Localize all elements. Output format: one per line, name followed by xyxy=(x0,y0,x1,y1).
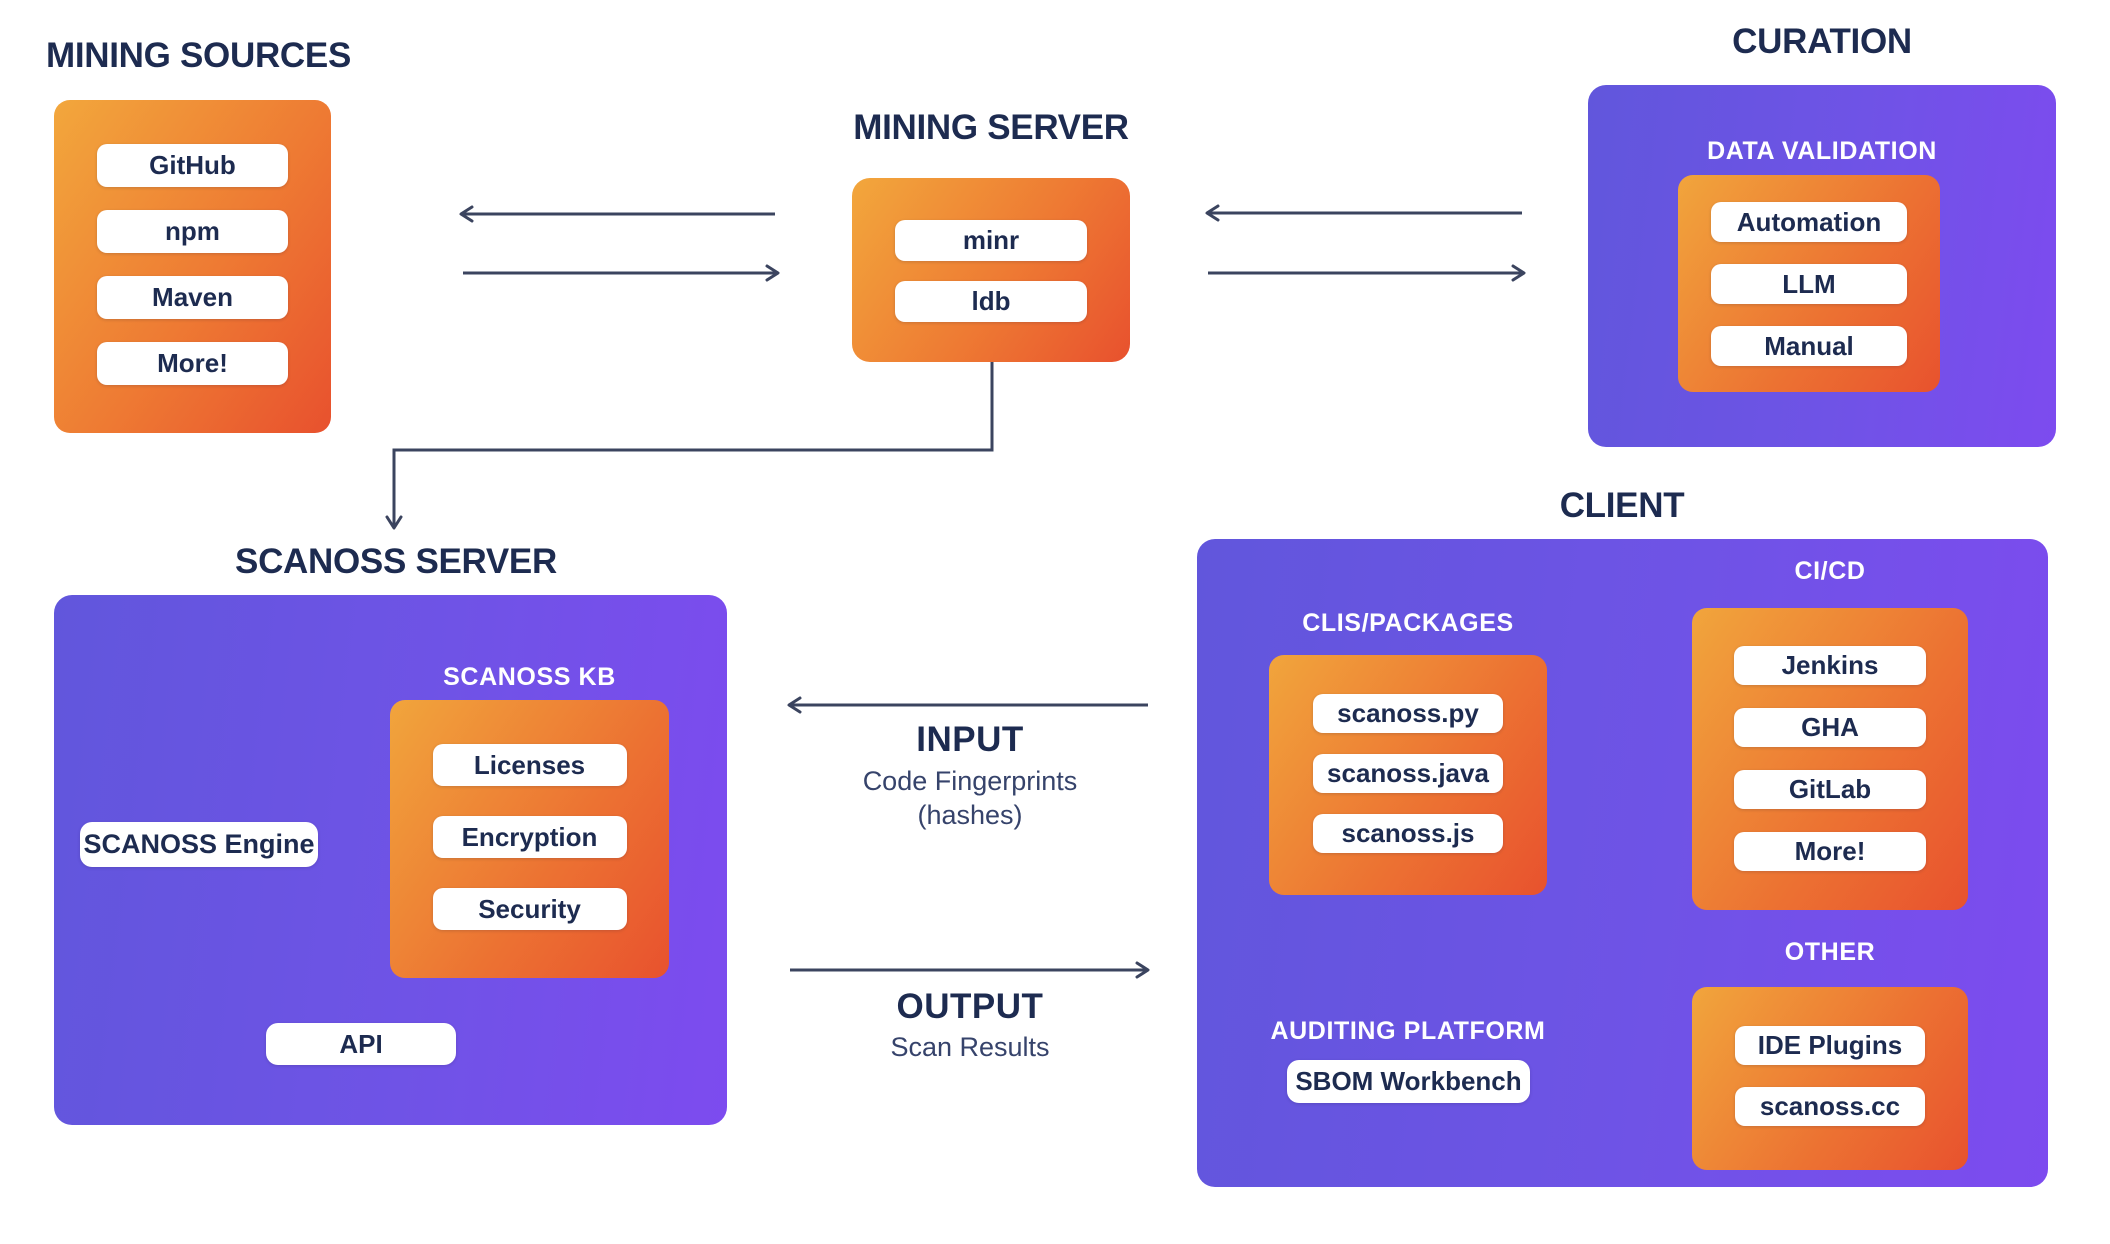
node-security: Security xyxy=(432,888,627,930)
input-flow-sub2: (hashes) xyxy=(917,800,1023,830)
curation-panel: DATA VALIDATION Automation LLM Manual xyxy=(1588,85,2056,447)
node-encryption: Encryption xyxy=(432,816,627,858)
node-scanoss-cc: scanoss.cc xyxy=(1735,1087,1925,1126)
node-gitlab: GitLab xyxy=(1734,770,1926,809)
node-github: GitHub xyxy=(97,144,288,187)
curation-title: CURATION xyxy=(1732,22,1912,61)
node-ldb: ldb xyxy=(895,281,1087,322)
cicd-label: CI/CD xyxy=(1794,557,1866,585)
auditing-platform-label: AUDITING PLATFORM xyxy=(1270,1017,1546,1045)
mining-sources-title: MINING SOURCES xyxy=(46,36,351,75)
input-flow-sub1: Code Fingerprints xyxy=(862,766,1078,796)
node-manual: Manual xyxy=(1711,326,1907,366)
node-npm: npm xyxy=(97,210,288,253)
scanoss-kb-label: SCANOSS KB xyxy=(443,663,616,691)
data-validation-label: DATA VALIDATION xyxy=(1707,137,1937,165)
clis-packages-label: CLIS/PACKAGES xyxy=(1302,609,1514,637)
clis-packages-panel: scanoss.py scanoss.java scanoss.js xyxy=(1269,655,1547,895)
client-panel: CLIS/PACKAGES scanoss.py scanoss.java sc… xyxy=(1197,539,2048,1187)
node-maven: Maven xyxy=(97,276,288,319)
node-sbom-workbench: SBOM Workbench xyxy=(1287,1060,1530,1103)
scanoss-kb-panel: Licenses Encryption Security xyxy=(390,700,669,978)
node-scanoss-java: scanoss.java xyxy=(1313,754,1503,793)
node-ide-plugins: IDE Plugins xyxy=(1735,1026,1925,1065)
node-jenkins: Jenkins xyxy=(1734,646,1926,685)
node-minr: minr xyxy=(895,220,1087,261)
node-scanoss-engine: SCANOSS Engine xyxy=(80,822,318,867)
other-label: OTHER xyxy=(1784,938,1876,966)
cicd-panel: Jenkins GHA GitLab More! xyxy=(1692,608,1968,910)
client-title: CLIENT xyxy=(1559,486,1685,525)
node-scanoss-py: scanoss.py xyxy=(1313,694,1503,733)
output-flow-title: OUTPUT xyxy=(896,987,1044,1026)
node-automation: Automation xyxy=(1711,202,1907,242)
node-scanoss-js: scanoss.js xyxy=(1313,814,1503,853)
node-more-cicd: More! xyxy=(1734,832,1926,871)
data-validation-panel: Automation LLM Manual xyxy=(1678,175,1940,392)
mining-sources-panel: GitHub npm Maven More! xyxy=(54,100,331,433)
node-llm: LLM xyxy=(1711,264,1907,304)
node-licenses: Licenses xyxy=(432,744,627,786)
scanoss-server-title: SCANOSS SERVER xyxy=(235,542,557,581)
node-gha: GHA xyxy=(1734,708,1926,747)
arrow-mining-server-to-scanoss-server xyxy=(385,362,994,530)
mining-server-panel: minr ldb xyxy=(852,178,1130,362)
mining-server-title: MINING SERVER xyxy=(853,108,1129,147)
scanoss-server-panel: SCANOSS KB Licenses Encryption Security … xyxy=(54,595,727,1125)
output-flow-sub: Scan Results xyxy=(890,1032,1050,1062)
node-more-sources: More! xyxy=(97,342,288,385)
other-panel: IDE Plugins scanoss.cc xyxy=(1692,987,1968,1170)
input-flow-title: INPUT xyxy=(916,720,1024,759)
node-api: API xyxy=(266,1023,456,1065)
